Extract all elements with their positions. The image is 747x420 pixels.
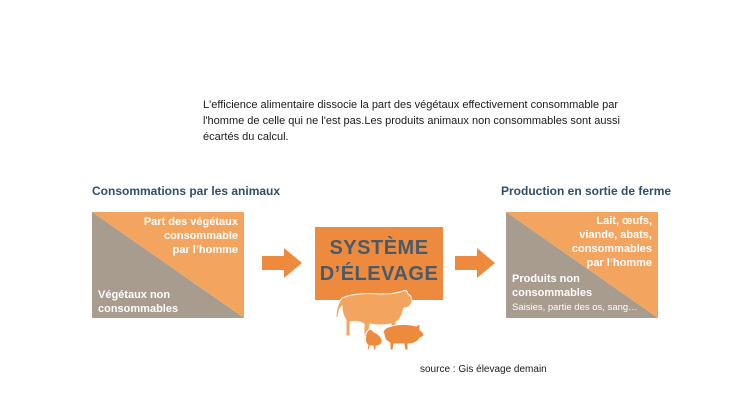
edible-products-label: Lait, œufs, viande, abats, consommables … (571, 215, 652, 269)
consumption-block: Part des végétaux consommable par l’homm… (92, 212, 244, 318)
system-title-line-1: SYSTÈME (329, 237, 429, 259)
edible-plants-label: Part des végétaux consommable par l’homm… (143, 216, 238, 256)
non-edible-products-note: Saisies, partie des os, sang… (512, 302, 638, 313)
source-note: source : Gis élevage demain (420, 364, 547, 375)
right-heading: Production en sortie de ferme (501, 184, 672, 198)
non-edible-plants-label: Végétaux non consommables (98, 289, 179, 315)
livestock-system-box: SYSTÈME D’ÉLEVAGE (315, 227, 443, 300)
arrow-right-icon (262, 248, 302, 278)
system-title-line-2: D’ÉLEVAGE (319, 263, 439, 285)
consumption-block-shape (92, 212, 244, 318)
non-edible-products-label: Produits non consommables (512, 273, 593, 299)
farm-animals-icon (336, 290, 425, 351)
production-block: Lait, œufs, viande, abats, consommables … (506, 212, 658, 318)
left-heading: Consommations par les animaux (92, 184, 281, 198)
arrow-right-icon-2 (455, 248, 495, 278)
intro-paragraph: L'efficience alimentaire dissocie la par… (203, 99, 620, 143)
production-block-shape (506, 212, 658, 318)
